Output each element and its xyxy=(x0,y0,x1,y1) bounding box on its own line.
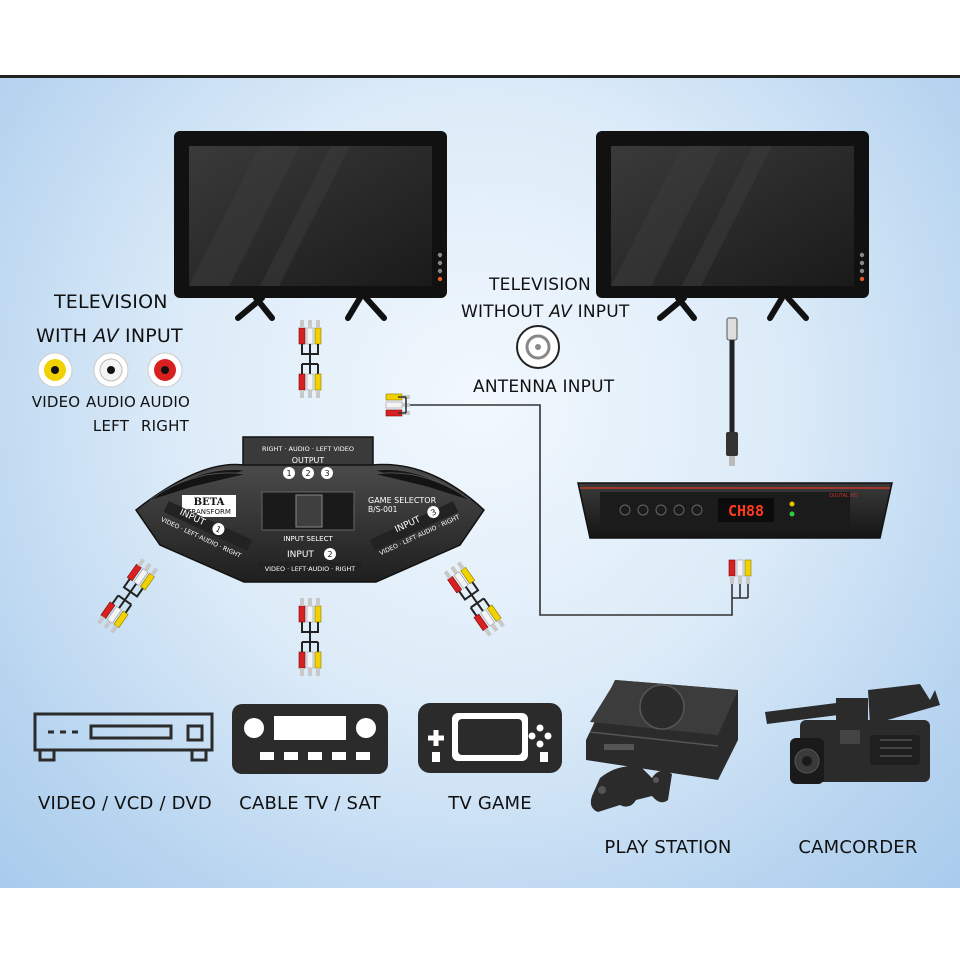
jack-audio-right-label1: AUDIO xyxy=(139,393,191,411)
jack-video-label1: VIDEO xyxy=(31,393,81,411)
switch-model-line1: GAME SELECTOR xyxy=(368,496,437,505)
camcorder-icon xyxy=(765,684,940,784)
jack-audio-right-label2: RIGHT xyxy=(141,417,189,435)
switch-input2-num: 2 xyxy=(327,550,332,559)
tv-without-av-line1: TELEVISION xyxy=(489,275,591,295)
jack-audio-left-label1: AUDIO xyxy=(85,393,137,411)
tv-with-av-subtitle: WITH AV INPUT xyxy=(36,325,183,347)
antenna-input-label: ANTENNA INPUT xyxy=(473,377,615,397)
jack-video-label: VIDEO xyxy=(28,393,84,417)
tv-with-av-line1: TELEVISION xyxy=(54,291,168,313)
switch-brand-line2: TRANSFORM xyxy=(186,508,231,516)
device-label-camcorder: CAMCORDER xyxy=(798,837,918,858)
tv-with-av-icon xyxy=(174,131,447,321)
tv-without-av-line2-post: INPUT xyxy=(572,302,630,322)
tv-without-av-icon xyxy=(596,131,869,321)
jack-audio-right-label: AUDIO RIGHT xyxy=(136,393,194,435)
antenna-input-icon xyxy=(516,325,560,369)
switch-top-strip: RIGHT · AUDIO · LEFT VIDEO xyxy=(262,445,354,453)
tv-with-av-line2-pre: WITH xyxy=(36,325,94,347)
tv-without-av-line2-pre: WITHOUT xyxy=(461,302,550,322)
av-jack-audio-left-icon xyxy=(93,352,129,388)
play-station-icon xyxy=(586,680,738,812)
cable-tv-box-icon xyxy=(232,704,388,774)
switch-output-num-2: 2 xyxy=(305,469,310,478)
device-label-dvd: VIDEO / VCD / DVD xyxy=(38,793,212,814)
receiver-link-cable xyxy=(385,393,752,616)
rca-cable-input1 xyxy=(96,558,159,635)
jack-audio-left-label2: LEFT xyxy=(92,417,130,435)
tv-with-av-line2-em: AV xyxy=(93,325,119,347)
tv-with-av-title: TELEVISION xyxy=(54,291,168,313)
switch-output-label: OUTPUT xyxy=(292,456,325,465)
digital-receiver: CH88 DIGITAL HD xyxy=(577,482,893,539)
switch-output-num-1: 1 xyxy=(286,469,291,478)
receiver-brand: DIGITAL HD xyxy=(829,493,858,499)
switch-input2-strip: VIDEO · LEFT·AUDIO · RIGHT xyxy=(265,565,355,573)
rca-cable-input2 xyxy=(299,598,321,676)
antenna-cable xyxy=(726,317,738,466)
switch-output-num-3: 3 xyxy=(324,469,329,478)
switch-input-select: INPUT SELECT xyxy=(283,535,333,543)
rca-cable-input3 xyxy=(443,561,506,638)
av-jack-audio-right-icon xyxy=(147,352,183,388)
switch-input3-num: 3 xyxy=(429,507,437,517)
av-switch-box: RIGHT · AUDIO · LEFT VIDEO OUTPUT 1 2 3 … xyxy=(134,436,485,583)
tv-without-av-line2-em: AV xyxy=(549,302,573,322)
jack-audio-left-label: AUDIO LEFT xyxy=(83,393,139,435)
tv-with-av-line2-post: INPUT xyxy=(118,325,183,347)
tv-without-av-title: TELEVISION xyxy=(460,275,620,295)
device-label-tv-game: TV GAME xyxy=(448,793,532,814)
tv-game-handheld-icon xyxy=(418,703,562,773)
switch-brand-line1: BETA xyxy=(194,497,225,508)
receiver-display: CH88 xyxy=(728,502,764,520)
device-label-play-station: PLAY STATION xyxy=(604,837,732,858)
rca-cable-tv1 xyxy=(299,320,321,398)
av-jack-video-icon xyxy=(37,352,73,388)
switch-input1-num: 1 xyxy=(214,524,222,534)
tv-without-av-subtitle: WITHOUT AV INPUT xyxy=(461,302,629,322)
switch-model-line2: B/S-001 xyxy=(368,505,398,514)
device-label-cable-tv: CABLE TV / SAT xyxy=(239,793,381,814)
switch-input2-label: INPUT xyxy=(287,550,314,560)
dvd-player-icon xyxy=(33,712,214,762)
